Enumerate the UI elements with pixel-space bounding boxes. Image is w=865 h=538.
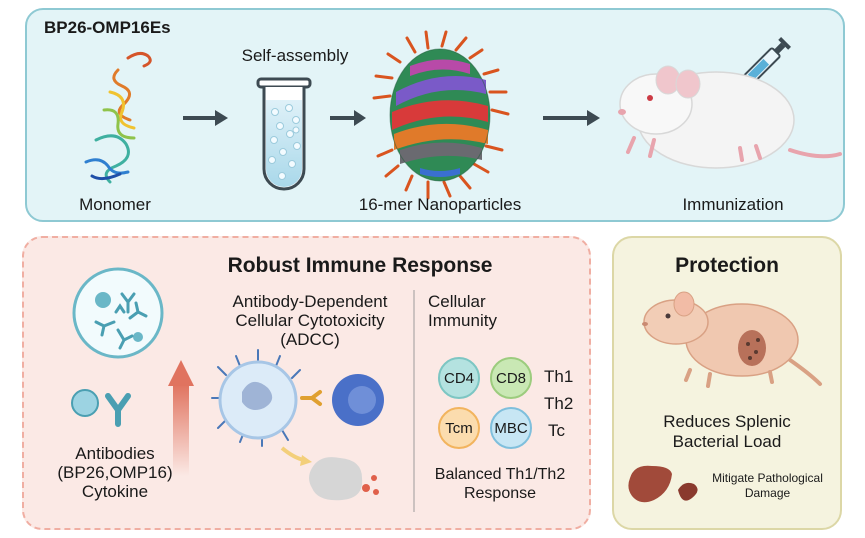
lysed-cell-icon xyxy=(309,457,379,501)
protection-title: Protection xyxy=(675,254,779,277)
antibody-circle-icon xyxy=(72,267,164,359)
immunization-label: Immunization xyxy=(682,195,784,214)
tc-label: Tc xyxy=(548,421,565,440)
mbc-label: MBC xyxy=(494,420,528,437)
target-cell-icon xyxy=(332,374,384,426)
monomer-protein-icon xyxy=(84,51,152,184)
test-tube-icon xyxy=(256,77,312,191)
immune-response-title: Robust Immune Response xyxy=(227,254,493,277)
antibody-link-icon xyxy=(300,390,322,406)
th2-label: Th2 xyxy=(544,394,574,413)
cellular-immunity-line-1: Cellular xyxy=(428,292,486,311)
reduces-line-1: Reduces Splenic xyxy=(663,412,791,431)
tcm-label: Tcm xyxy=(445,420,473,437)
antibodies-line-2: (BP26,OMP16) xyxy=(57,463,173,482)
balanced-line-1: Balanced Th1/Th2 xyxy=(434,466,566,483)
antibodies-line-3: Cytokine xyxy=(81,482,149,501)
adcc-line-3: (ADCC) xyxy=(280,330,340,349)
adcc-line-1: Antibody-Dependent xyxy=(232,292,388,311)
mitigate-line-1: Mitigate Pathological xyxy=(712,471,823,485)
nanoparticle-icon xyxy=(372,30,510,200)
antibodies-line-1: Antibodies xyxy=(75,444,155,463)
th1-label: Th1 xyxy=(544,367,574,386)
construct-title: BP26-OMP16Es xyxy=(44,18,171,37)
increase-arrow xyxy=(168,360,194,476)
cellular-immunity-line-2: Immunity xyxy=(428,311,497,330)
self-assembly-label: Self-assembly xyxy=(241,46,349,65)
flow-arrows xyxy=(183,110,600,126)
cd4-label: CD4 xyxy=(443,370,474,387)
nanoparticles-label: 16-mer Nanoparticles xyxy=(358,195,522,214)
mouse-icon xyxy=(618,65,842,169)
cd8-label: CD8 xyxy=(495,370,526,387)
monomer-label: Monomer xyxy=(79,195,151,214)
adcc-line-2: Cellular Cytotoxicity xyxy=(235,311,385,330)
reduces-line-2: Bacterial Load xyxy=(672,432,782,451)
mitigate-line-2: Damage xyxy=(744,486,791,500)
protected-mouse-icon xyxy=(642,291,822,388)
nk-cell-icon xyxy=(211,349,301,447)
lysis-arrow xyxy=(280,446,312,466)
balanced-line-2: Response xyxy=(463,485,537,502)
liver-spleen-icon xyxy=(628,465,698,503)
t-cell-circles xyxy=(438,357,532,449)
cytokine-icon xyxy=(71,389,131,427)
